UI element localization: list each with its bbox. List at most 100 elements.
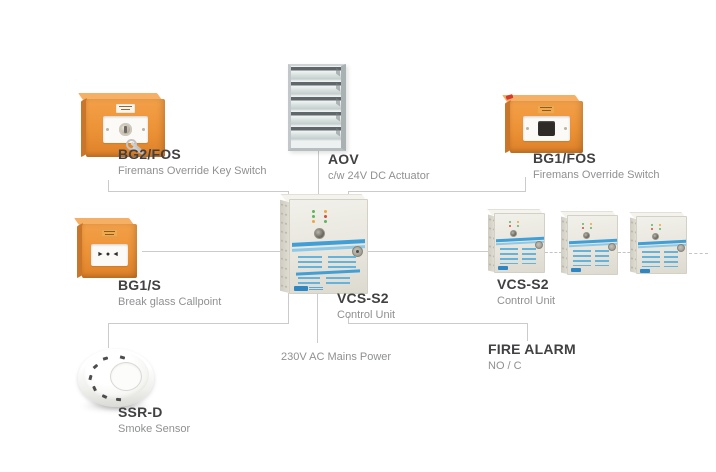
led-icon [582, 227, 584, 229]
vcs-main-label: VCS-S2 Control Unit [337, 290, 395, 322]
bg1s-device-image: ►●◄ [74, 218, 137, 279]
terminal-label-lines [298, 256, 322, 269]
louvre-slat [291, 67, 341, 81]
wire-bg1fos-vertical [525, 177, 526, 192]
bg2fos-subtitle: Firemans Override Key Switch [118, 165, 267, 178]
louvre-slat [291, 127, 341, 141]
control-knob-icon [652, 233, 659, 240]
bg1s-subtitle: Break glass Callpoint [118, 296, 222, 309]
lock-icon [677, 244, 685, 252]
led-icon [509, 221, 511, 223]
bg2fos-label: BG2/FOS Firemans Override Key Switch [118, 146, 267, 178]
bg1s-title: BG1/S [118, 277, 162, 293]
unit-front-face [289, 199, 368, 294]
led-icon [324, 210, 327, 213]
led-icon [582, 223, 584, 225]
wire-bg1fos-horizontal [348, 191, 526, 192]
bg2fos-device-image [78, 93, 165, 158]
ssrd-subtitle: Smoke Sensor [118, 423, 191, 436]
screw-icon [564, 127, 567, 130]
wire-firealarm-vertical [527, 323, 528, 341]
wire-firealarm-stub [348, 316, 349, 324]
control-knob-icon [583, 232, 590, 239]
terminal-label-lines [500, 248, 518, 264]
terminal-label-lines [298, 277, 320, 287]
terminal-label-lines [328, 256, 356, 269]
wire-expansion-dash-2 [618, 252, 635, 253]
device-tag [537, 105, 555, 114]
break-glass-panel: ►●◄ [91, 244, 128, 266]
device-tag [116, 104, 135, 113]
unit-front-face [567, 215, 618, 275]
louvre-slat [291, 112, 341, 126]
led-icon [517, 225, 519, 227]
aov-subtitle: c/w 24V DC Actuator [328, 170, 430, 183]
blue-stripe-decoration [296, 269, 360, 276]
wire-aov-vertical [318, 146, 319, 201]
screw-icon [526, 127, 529, 130]
wire-ssrd-horizontal [108, 323, 289, 324]
sensor-button-icon [110, 362, 142, 391]
vcs-expansion-unit [560, 211, 618, 275]
key-switch-icon [119, 123, 132, 136]
terminal-label-lines [664, 251, 678, 267]
screw-icon [106, 128, 109, 131]
led-icon [509, 225, 511, 227]
led-icon [324, 220, 327, 223]
aov-title: AOV [328, 151, 359, 167]
push-button-icon [538, 121, 555, 136]
vcs-main-subtitle: Control Unit [337, 309, 396, 322]
aov-label: AOV c/w 24V DC Actuator [328, 151, 430, 183]
fire-alarm-title: FIRE ALARM [488, 341, 576, 357]
wire-ssrd-drop [288, 293, 289, 324]
led-icon [659, 228, 661, 230]
wire-expansion-dash-1 [545, 252, 562, 253]
led-icon [312, 215, 315, 218]
fire-alarm-label: FIRE ALARM NO / C [488, 341, 576, 373]
terminal-label-lines [522, 248, 536, 264]
vcs-expansion-unit [629, 212, 687, 274]
wire-expansion-horizontal [364, 251, 490, 252]
ssrd-label: SSR-D Smoke Sensor [118, 404, 190, 436]
screw-icon [142, 128, 145, 131]
bg1fos-title: BG1/FOS [533, 150, 596, 166]
louvre-slat [291, 97, 341, 111]
led-icon [590, 223, 592, 225]
key-switch-panel [103, 116, 148, 143]
ssrd-device-image [78, 349, 154, 412]
wire-ssrd-vertical [108, 323, 109, 348]
terminal-label-lines [573, 250, 591, 266]
device-tag [101, 229, 118, 237]
louvre-slat [291, 82, 341, 96]
lock-icon [352, 246, 363, 257]
vcs-expansion-title: VCS-S2 [497, 276, 549, 292]
led-icon [324, 215, 327, 218]
vcs-main-device-image [280, 194, 368, 294]
vcs-expansion-label: VCS-S2 Control Unit [497, 276, 555, 308]
led-icon [312, 210, 315, 213]
bg1fos-device-image [502, 94, 583, 154]
bg1fos-subtitle: Firemans Override Switch [533, 169, 660, 182]
switch-panel [523, 116, 570, 141]
wire-bg2fos-vertical [108, 180, 109, 192]
vent-mark-icon [115, 397, 122, 402]
control-knob-icon [314, 228, 325, 239]
led-icon [590, 227, 592, 229]
bg1fos-label: BG1/FOS Firemans Override Switch [533, 150, 660, 182]
bg2fos-title: BG2/FOS [118, 146, 181, 162]
bg1s-label: BG1/S Break glass Callpoint [118, 277, 221, 309]
mains-power-label: 230V AC Mains Power [281, 351, 392, 363]
brand-logo [294, 286, 324, 291]
ssrd-title: SSR-D [118, 404, 163, 420]
brand-logo [640, 269, 650, 273]
terminal-label-lines [642, 251, 660, 267]
led-icon [651, 224, 653, 226]
led-icon [659, 224, 661, 226]
led-icon [651, 228, 653, 230]
aov-louvre-image [288, 64, 346, 151]
wire-firealarm-horizontal [348, 323, 528, 324]
unit-front-face [636, 216, 687, 274]
brand-logo [498, 266, 508, 270]
unit-side-face [280, 199, 289, 293]
